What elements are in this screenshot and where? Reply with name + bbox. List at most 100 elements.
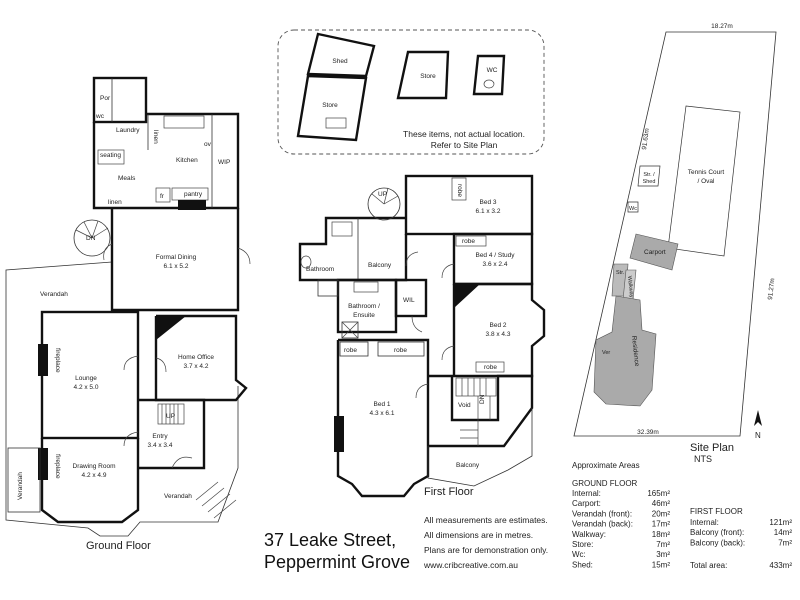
- site-plan-label: Site Plan: [690, 442, 734, 454]
- balcony-back-label: Balcony: [368, 262, 392, 269]
- ground-internal-stair: [157, 403, 185, 425]
- ground-area-value: 20m²: [652, 509, 671, 518]
- site-shed-label: Str. /: [643, 172, 655, 178]
- ground-area-value: 7m²: [656, 540, 670, 549]
- site-walkway-label: Walkway: [626, 276, 634, 299]
- side-verandah-box: [7, 447, 41, 513]
- balcony-front-outline: [427, 408, 533, 487]
- verandah-back-label: Verandah: [40, 291, 68, 298]
- bed4-label: Bed 4 / Study: [475, 252, 515, 259]
- por-label: Por: [100, 95, 111, 102]
- bed2-dim: 3.8 x 4.3: [486, 331, 511, 338]
- title-line-2: Peppermint Grove: [264, 552, 410, 572]
- ground-area-label: Internal:: [572, 489, 601, 498]
- site-str-label: Str.: [616, 270, 625, 276]
- entry-dim: 3.4 x 3.4: [148, 442, 173, 449]
- robe-a-label: robe: [344, 347, 357, 354]
- robe-bed3-label: robe: [456, 184, 463, 197]
- store-a-fixture: [325, 117, 347, 129]
- site-right-dim: 91.27m: [767, 278, 776, 300]
- robe-bed4-label: robe: [462, 238, 475, 245]
- lounge-label: Lounge: [75, 375, 97, 382]
- tennis-court: [667, 105, 741, 257]
- site-boundary: [573, 31, 777, 437]
- verandah-side-label: Verandah: [17, 472, 24, 500]
- robe-c-label: robe: [484, 364, 497, 371]
- seating-label: seating: [100, 152, 121, 159]
- bed1-dim: 4.3 x 6.1: [370, 410, 395, 417]
- fireplace-a-label: fireplace: [54, 348, 61, 373]
- ground-area-value: 165m²: [647, 489, 670, 498]
- first-area-label: Balcony (back):: [690, 538, 745, 547]
- outbuildings-note-2: Refer to Site Plan: [431, 140, 498, 150]
- store-a-label: Store: [322, 102, 338, 109]
- bed1-walls: [336, 338, 430, 498]
- site-plan-nts: NTS: [694, 454, 712, 464]
- ground-up-label: UP: [166, 413, 175, 420]
- wc-outbuilding-toilet: [483, 79, 495, 89]
- north-label: N: [755, 431, 761, 440]
- entry-label: Entry: [152, 433, 168, 440]
- outbuildings-group: Shed Store Store WC These items, not act…: [277, 29, 545, 155]
- balcony-front-label: Balcony: [456, 462, 480, 469]
- ground-floor-label: Ground Floor: [86, 540, 151, 552]
- front-stairs: [195, 481, 237, 519]
- bed3-walls: [404, 174, 534, 236]
- home-office-dim: 3.7 x 4.2: [184, 363, 209, 370]
- areas-title: Approximate Areas: [572, 461, 640, 470]
- ground-area-label: Wc:: [572, 550, 586, 559]
- ground-area-label: Walkway:: [572, 530, 606, 539]
- shed-label: Shed: [332, 58, 348, 65]
- bed3-label: Bed 3: [480, 199, 497, 206]
- first-floor-plan: Bed 3 6.1 x 3.2 robe Bed 4 / Study 3.6 x…: [298, 174, 546, 498]
- home-office-label: Home Office: [178, 354, 214, 361]
- verandah-outline: [5, 261, 239, 537]
- disclaimer-4: www.cribcreative.com.au: [423, 560, 518, 570]
- ground-area-value: 15m²: [652, 560, 671, 569]
- verandah-front-label: Verandah: [164, 493, 192, 500]
- drawing-room-fireplace: [38, 448, 48, 480]
- drawing-room-walls: [40, 438, 140, 524]
- site-ver-label: Ver: [602, 350, 610, 356]
- drawing-room-label: Drawing Room: [73, 463, 116, 470]
- disclaimer-1: All measurements are estimates.: [424, 515, 548, 525]
- bed2-walls: [452, 282, 546, 378]
- north-arrow-icon: [754, 410, 762, 426]
- site-wc: [627, 201, 639, 213]
- bathroom-label: Bathroom: [306, 266, 334, 273]
- first-internal-stair: [455, 377, 497, 446]
- site-carport: [629, 233, 679, 271]
- entry-walls: [138, 398, 206, 470]
- ground-area-label: Store:: [572, 540, 593, 549]
- lounge-dim: 4.2 x 5.0: [74, 384, 99, 391]
- ground-area-value: 3m²: [656, 550, 670, 559]
- meals-label: Meals: [118, 175, 136, 182]
- home-office-fireplace: [156, 316, 186, 340]
- ensuite-label-2: Ensuite: [353, 312, 375, 319]
- first-area-value: 14m²: [774, 528, 793, 537]
- ground-spiral-stair: [73, 219, 111, 257]
- ground-area-label: Verandah (front):: [572, 509, 632, 518]
- ov-label: ov: [204, 141, 212, 148]
- bed4-dim: 3.6 x 2.4: [483, 261, 508, 268]
- areas-table: Approximate Areas GROUND FLOOR FIRST FLO…: [572, 461, 792, 570]
- drawing-room-dim: 4.2 x 4.9: [82, 472, 107, 479]
- wil-label: WIL: [403, 297, 415, 304]
- disclaimer-3: Plans are for demonstration only.: [424, 545, 548, 555]
- first-heading: FIRST FLOOR: [690, 507, 743, 516]
- site-plan: 18.27m 91.63m 91.27m 32.39m Tennis Court…: [573, 23, 777, 464]
- pantry-label: pantry: [184, 191, 203, 198]
- total-area-value: 433m²: [769, 561, 792, 570]
- bed1-label: Bed 1: [374, 401, 391, 408]
- site-top-dim: 18.27m: [711, 23, 733, 30]
- formal-dining-label: Formal Dining: [156, 254, 197, 261]
- bed1-fireplace: [334, 416, 344, 452]
- ground-heading: GROUND FLOOR: [572, 479, 638, 488]
- total-area-label: Total area:: [690, 561, 727, 570]
- first-area-label: Balcony (front):: [690, 528, 744, 537]
- ground-area-label: Verandah (back):: [572, 520, 633, 529]
- first-area-value: 121m²: [769, 518, 792, 527]
- ground-area-value: 17m²: [652, 520, 671, 529]
